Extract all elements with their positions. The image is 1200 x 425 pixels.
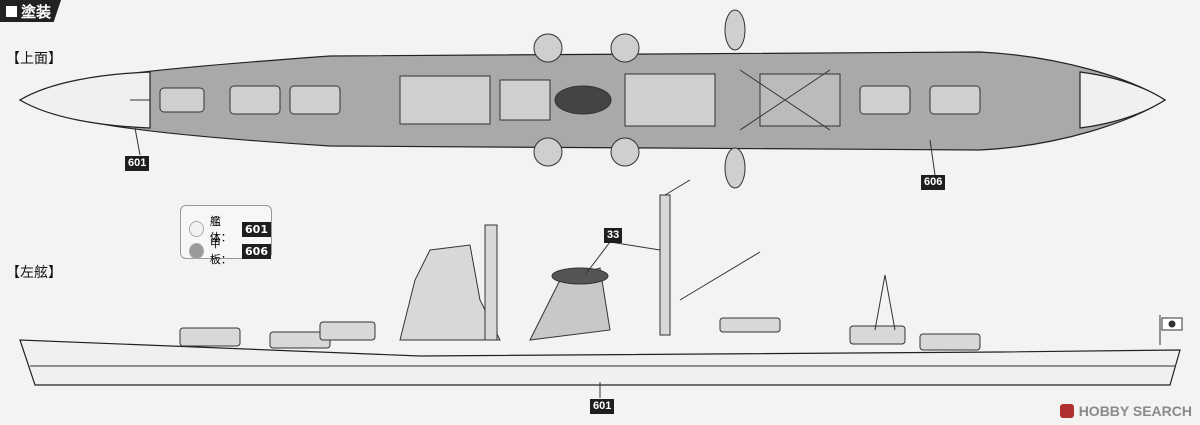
hull-side-callout: 601 <box>590 399 615 414</box>
legend-row-deck: 甲板： 606 <box>189 235 271 267</box>
top-view-label: 【上面】 <box>6 51 62 67</box>
side-view-label: 【左舷】 <box>6 265 62 281</box>
color-legend: 艦体： 601 甲板： 606 <box>180 205 272 266</box>
hull-top-callout: 601 <box>125 156 150 171</box>
square-icon <box>6 5 17 17</box>
hobby-search-logo-icon <box>1059 404 1074 418</box>
side-top-callout: 33 <box>604 228 623 243</box>
top-view-details <box>130 9 981 189</box>
section-title: 塗装 <box>21 3 52 21</box>
legend-hull-code: 601 <box>242 221 271 237</box>
side-view-hull <box>19 339 1181 386</box>
watermark: HOBBY SEARCH <box>1059 403 1192 419</box>
deck-color-swatch <box>189 243 204 259</box>
legend-deck-code: 606 <box>242 243 271 259</box>
legend-row-hull: 艦体： 601 <box>189 213 271 245</box>
deck-top-callout: 606 <box>921 175 946 190</box>
section-header: 塗装 <box>0 0 62 22</box>
watermark-text: HOBBY SEARCH <box>1078 403 1192 419</box>
hull-color-swatch <box>189 221 204 237</box>
legend-hull-label: 艦体： <box>209 215 232 244</box>
side-view-superstructure <box>179 179 1183 398</box>
legend-deck-label: 甲板： <box>209 237 232 266</box>
